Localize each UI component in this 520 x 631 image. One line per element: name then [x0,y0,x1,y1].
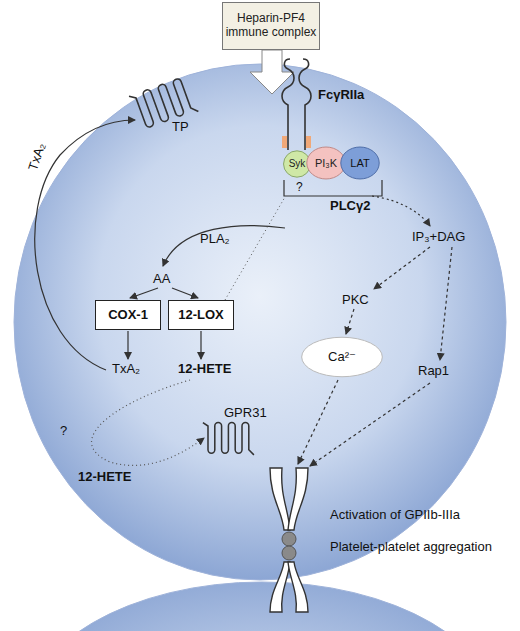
node-text: Ca²⁻ [328,350,356,365]
protein-ellipse: LAT [340,146,380,180]
dotted-link [225,197,285,300]
itam-motif [306,136,311,148]
kinase-name: PKC [342,293,369,307]
node-text: COX-1 [108,308,148,323]
cox-arrow [127,331,128,359]
gpr31-receptor [203,423,254,455]
art-part [203,423,254,455]
art-part [288,562,308,612]
art-part [288,468,308,530]
node-text: PI₃K [315,157,337,170]
receptor-name: GPR31 [224,406,267,420]
dotted-arrow [372,196,430,226]
lower-platelet [22,582,502,631]
dashed-arrow [346,309,354,334]
dashed-arrow [298,380,338,464]
dashed-arrow [374,247,430,289]
node-text: LAT [350,157,369,170]
outcome-text: Platelet-platelet aggregation [330,540,492,554]
node-text: Syk [289,158,306,170]
mediator-name: TxA₂ [112,362,140,376]
aa-arrow [130,288,158,298]
dashed-arrow [310,383,430,466]
lox-arrow [200,331,201,359]
aa-arrow [172,288,198,298]
ellipse-shape [302,337,383,376]
art-part [299,59,311,150]
pla2-arrow [163,226,285,266]
molecule-name: AA [153,272,170,286]
hete-dotted-arrow [92,380,204,465]
protein-ellipse: Ca²⁻ [300,336,384,378]
receptor-name: TP [172,120,189,134]
ellipse-shape [307,147,345,179]
mediator-name: 12-HETE [78,470,131,484]
art-part [270,468,290,530]
mediator-name: 12-HETE [178,362,231,376]
second-messenger: IP₃+DAG [412,230,465,244]
node-text: 12-LOX [178,308,224,323]
art-part [270,562,290,612]
enzyme-name: PLA₂ [200,232,230,246]
question-mark: ? [60,424,67,438]
fc-receptor [282,59,311,150]
gtpase-name: Rap1 [418,364,449,378]
fibrinogen [282,532,296,546]
outcome-text: Activation of GPIIb-IIIa [330,508,460,522]
fibrinogen [282,546,296,560]
plc-bracket [284,180,382,196]
integrin-upper [270,468,308,530]
ellipse-shape [341,147,379,179]
txa2-loop-arrow [35,120,135,370]
node-text: Heparin-PF4 immune complex [223,12,319,40]
question-mark: ? [296,181,303,194]
receptor-name: FcγRIIa [318,88,364,102]
protein-ellipse: PI₃K [306,146,346,180]
enzyme-name: PLCγ2 [330,199,370,213]
platelet-cell [14,64,506,580]
art-part [282,59,294,150]
dashed-arrow [440,247,452,360]
mediator-name: TxA₂ [26,141,48,172]
labelled-box: Heparin-PF4 immune complex [222,2,320,50]
labelled-box: COX-1 [95,300,161,330]
labelled-box: 12-LOX [168,300,234,330]
integrin-lower [270,562,308,612]
itam-motif [282,136,287,148]
